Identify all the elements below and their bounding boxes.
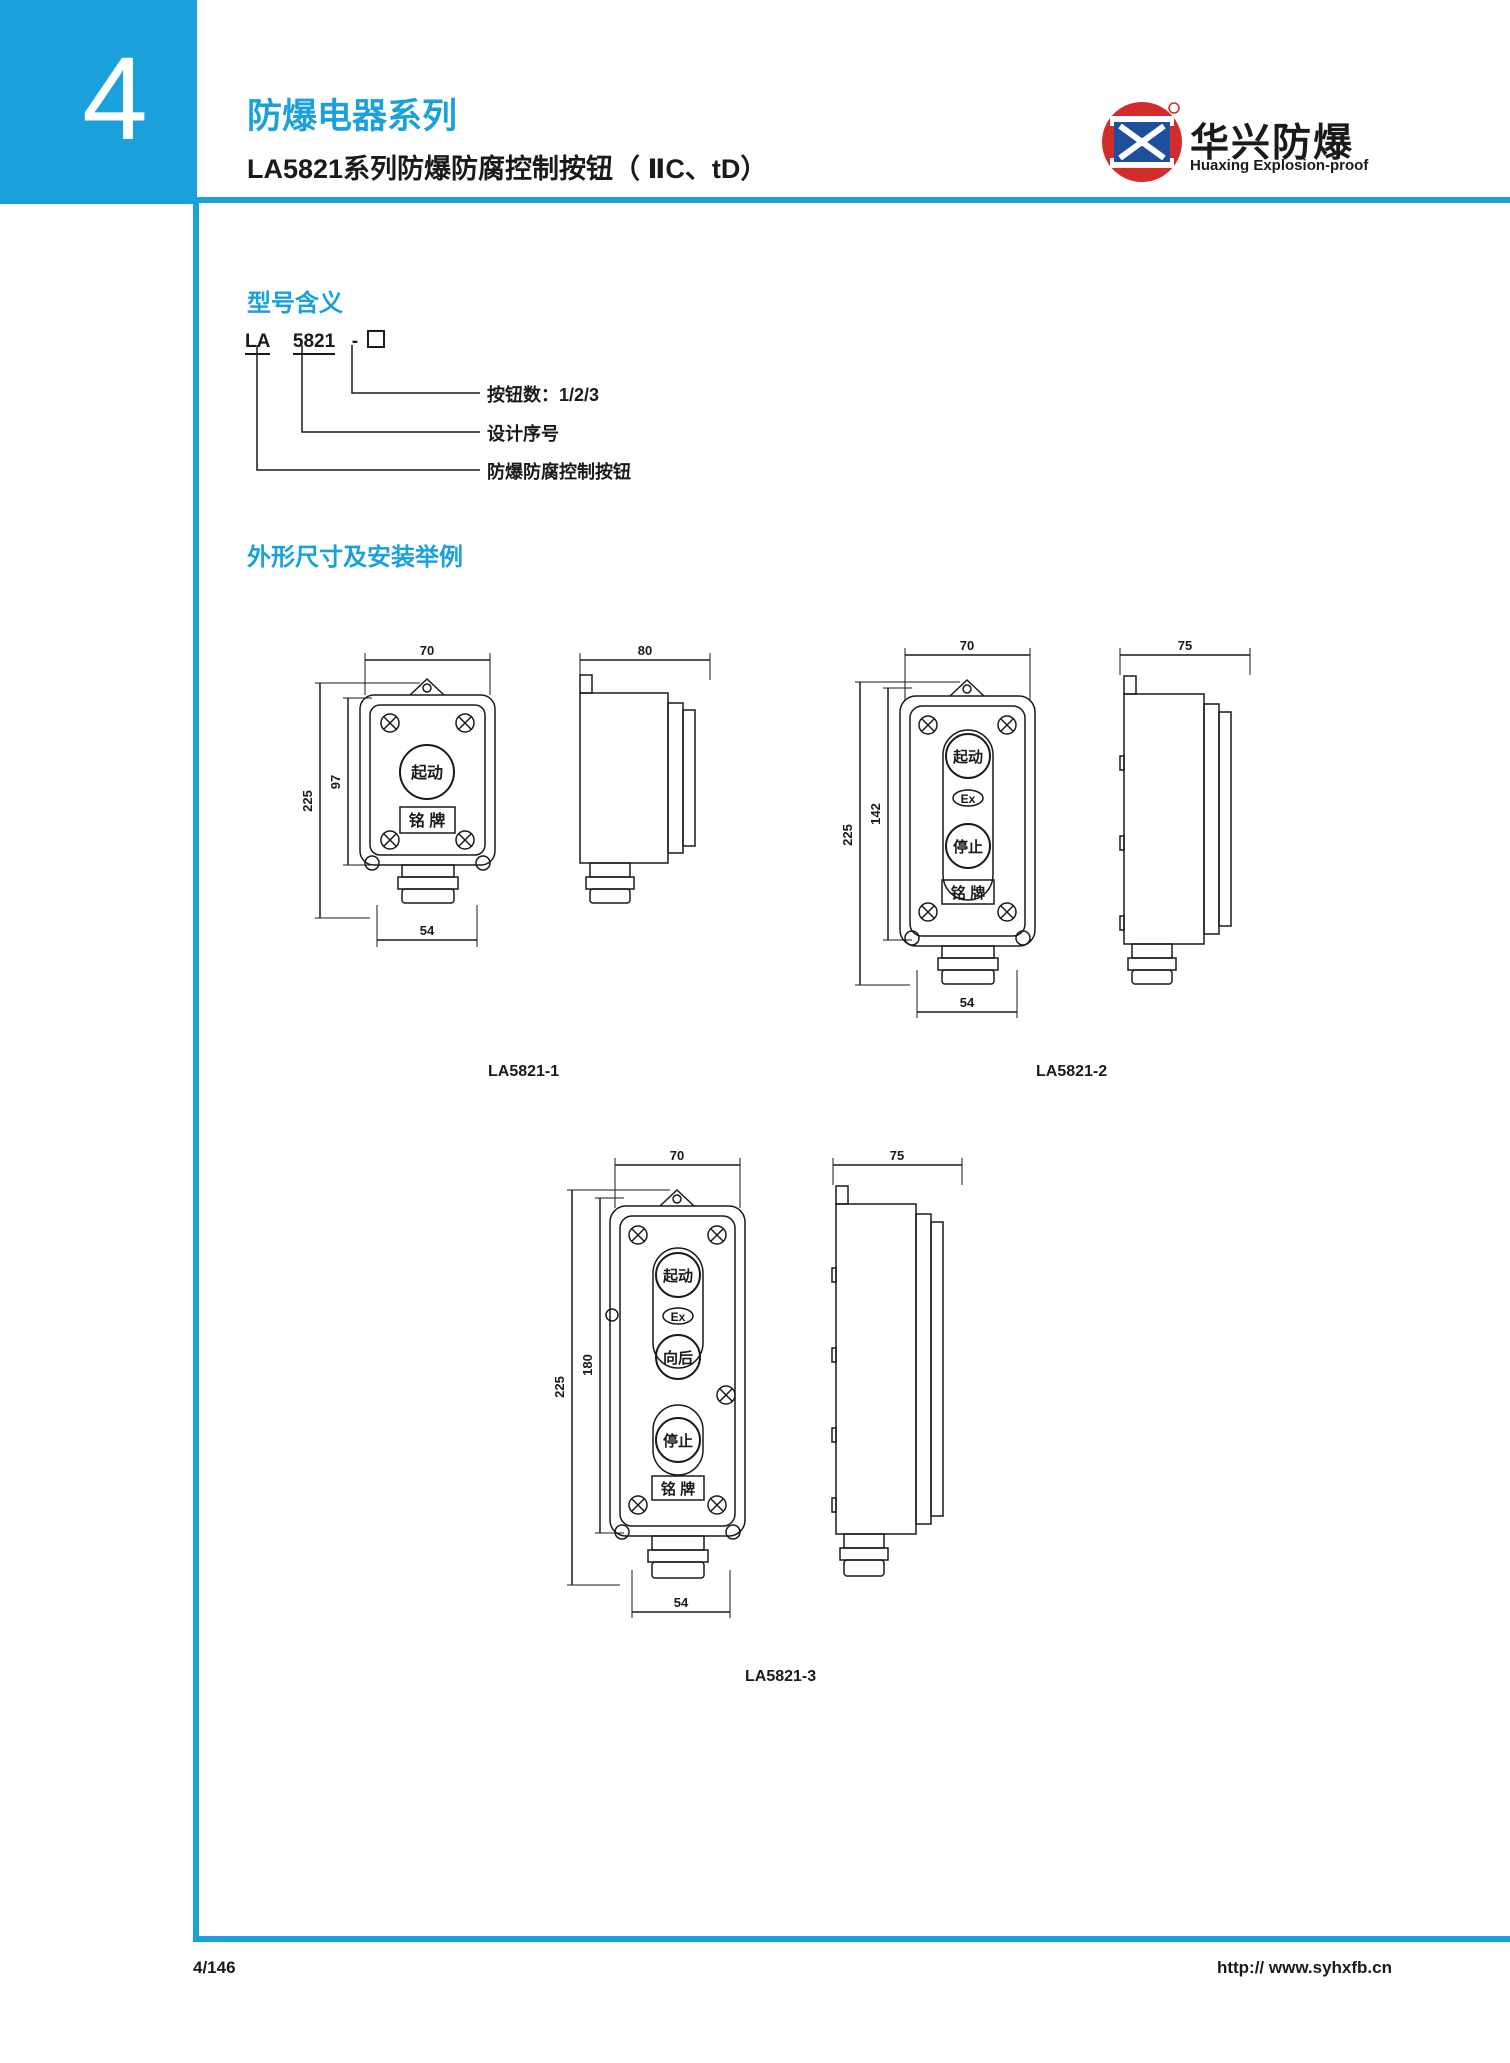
dim-width: 70	[960, 638, 974, 653]
product-title: LA5821系列防爆防腐控制按钮（ ⅡC、tD）	[247, 154, 768, 184]
caption-la5821-1: LA5821-1	[488, 1063, 560, 1080]
dim-depth: 75	[1178, 638, 1192, 653]
brand-name-cn: 华兴防爆	[1190, 122, 1355, 165]
dim-mount-height: 180	[580, 1354, 595, 1376]
brand-name-en: Huaxing Explosion-proof	[1190, 157, 1369, 174]
dim-height: 225	[840, 824, 855, 846]
dim-bottom-width: 54	[960, 995, 975, 1010]
brand-logo: 华兴防爆 Huaxing Explosion-proof	[1098, 98, 1398, 186]
caption-la5821-2: LA5821-2	[1036, 1063, 1108, 1080]
diagram-la5821-3: 70 225 180 起动 Ex 向后 停止 铭 牌 54 75	[552, 1148, 963, 1618]
chapter-number: 4	[82, 33, 148, 165]
button-label: 起动	[662, 1267, 693, 1285]
dim-height: 225	[552, 1376, 567, 1398]
logo-mark-icon	[1102, 102, 1182, 182]
model-code: LA 5821 -	[245, 330, 386, 355]
model-code-series: 5821	[292, 331, 336, 355]
model-meaning-heading: 型号含义	[247, 290, 343, 317]
ex-mark: Ex	[961, 792, 976, 806]
ex-mark: Ex	[671, 1310, 686, 1324]
dim-height: 225	[300, 790, 315, 812]
dim-width: 70	[420, 643, 434, 658]
legend-button-count: 按钮数：1/2/3	[487, 385, 600, 405]
dimensions-heading: 外形尺寸及安装举例	[247, 544, 463, 571]
dim-bottom-width: 54	[420, 923, 435, 938]
chapter-tab	[0, 0, 197, 204]
model-leader-lines	[256, 345, 480, 471]
button-label: 起动	[410, 763, 443, 782]
model-code-dash: -	[351, 331, 359, 352]
dim-depth: 80	[638, 643, 652, 658]
dim-width: 70	[670, 1148, 684, 1163]
dim-depth: 75	[890, 1148, 904, 1163]
nameplate-label: 铭 牌	[409, 811, 445, 830]
page-number: 4/146	[193, 1958, 236, 1977]
dim-mount-height: 97	[328, 775, 343, 789]
dim-bottom-width: 54	[674, 1595, 689, 1610]
series-title: 防爆电器系列	[247, 97, 458, 136]
website-url: http:// www.syhxfb.cn	[1216, 1958, 1392, 1977]
header-rule	[197, 197, 1510, 203]
button-label: 起动	[952, 748, 983, 766]
caption-la5821-3: LA5821-3	[745, 1668, 817, 1685]
dim-mount-height: 142	[868, 803, 883, 825]
button-label: 停止	[953, 838, 983, 856]
nameplate-label: 铭 牌	[951, 884, 985, 902]
legend-design-number: 设计序号	[487, 424, 559, 444]
legend-product-type: 防爆防腐控制按钮	[487, 462, 631, 482]
placeholder-box-icon	[367, 330, 386, 348]
nameplate-label: 铭 牌	[661, 1480, 695, 1498]
button-label: 停止	[663, 1432, 693, 1450]
footer-rule	[193, 1936, 1510, 1942]
diagram-la5821-2: 70 225 142 起动 Ex 停止 铭 牌 54 75	[840, 638, 1251, 1018]
left-margin-rule	[193, 197, 199, 1941]
diagram-la5821-1: 70 225 97 起动 铭 牌 54 80	[300, 643, 711, 947]
button-label: 向后	[663, 1349, 693, 1367]
